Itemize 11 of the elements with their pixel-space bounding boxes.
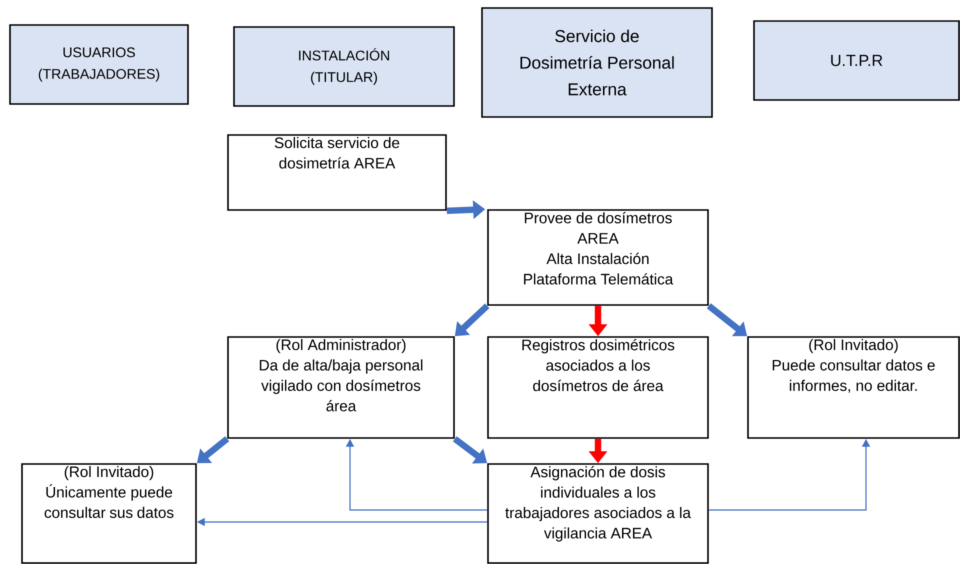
process-box: (Rol Invitado) Puede consultar datos e informes, no editar.	[747, 336, 960, 439]
column-header-box: Servicio de Dosimetría Personal Externa	[481, 7, 713, 118]
column-header-box: U.T.P.R	[753, 20, 960, 101]
process-box: (Rol Administrador) Da de alta/baja personal vigilado con dosímetros área	[227, 336, 455, 439]
process-box: Asignación de dosis individuales a los trabajadores asociados a la vigilancia AREA	[487, 463, 709, 564]
column-header-box: INSTALACIÓN (TITULAR)	[233, 26, 455, 107]
process-box: Provee de dosímetros AREA Alta Instalación Plataforma Telemática	[487, 209, 709, 306]
process-box: Registros dosimétricos asociados a los dosímetros de área	[487, 336, 709, 439]
process-box: Solicita servicio de dosimetría AREA	[227, 134, 447, 211]
column-header-box: USUARIOS (TRABAJADORES)	[9, 24, 189, 105]
process-box: (Rol Invitado) Únicamente puede consultar sus datos	[21, 463, 197, 564]
